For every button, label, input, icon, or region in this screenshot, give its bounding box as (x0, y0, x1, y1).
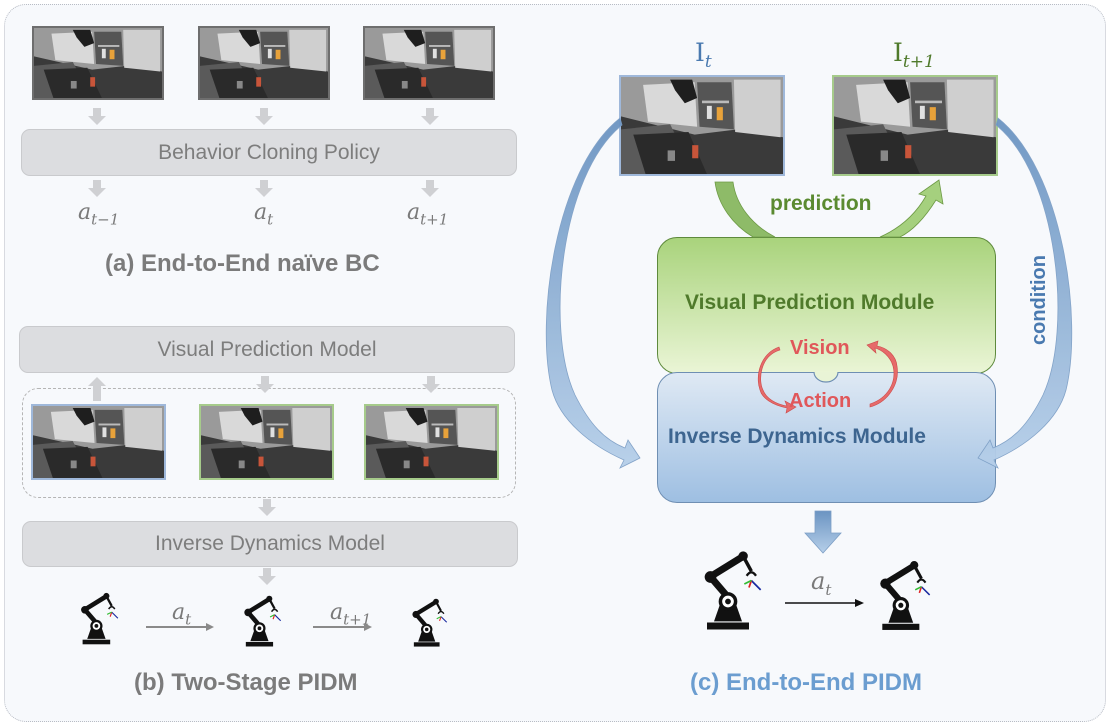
inverse-dynamics-module-label: Inverse Dynamics Module (668, 425, 926, 448)
inverse-dynamics-module-box (657, 372, 996, 503)
robot-arm-icon (408, 598, 454, 648)
behavior-cloning-policy-label: Behavior Cloning Policy (158, 140, 380, 164)
robot-arm-icon (872, 560, 942, 632)
visual-prediction-module-label: Visual Prediction Module (685, 291, 935, 314)
frame-b-3 (364, 404, 499, 480)
action-a-t-minus-1: at−1 (78, 200, 120, 229)
action-a-t-plus-1: at+1 (407, 200, 449, 229)
visual-prediction-module-box (657, 237, 996, 374)
condition-label: condition (1028, 255, 1050, 345)
frame-a-3 (363, 26, 495, 100)
label-I-t: It (695, 38, 712, 72)
inverse-dynamics-model-label: Inverse Dynamics Model (155, 532, 385, 555)
caption-b: (b) Two-Stage PIDM (134, 669, 358, 696)
prediction-label: prediction (770, 192, 872, 215)
caption-c: (c) End-to-End PIDM (690, 669, 922, 696)
label-I-t-plus-1: It+1 (893, 38, 935, 72)
frame-a-1 (32, 26, 164, 100)
robot-arm-icon (700, 550, 770, 632)
action-b-a-t: at (172, 600, 192, 629)
action-b-a-t-plus-1: at+1 (330, 600, 372, 629)
frame-c-next (832, 75, 998, 176)
robot-arm-icon (241, 595, 287, 648)
action-a-t: at (254, 200, 274, 229)
frame-b-1 (31, 404, 166, 480)
visual-prediction-model-box: Visual Prediction Model (19, 326, 515, 373)
caption-a: (a) End-to-End naïve BC (105, 250, 380, 277)
frame-b-2 (199, 404, 334, 480)
frame-a-2 (198, 26, 330, 100)
action-c-a-t: at (811, 567, 832, 599)
visual-prediction-model-label: Visual Prediction Model (157, 337, 377, 361)
frame-c-current (619, 75, 785, 176)
action-label: Action (789, 390, 852, 412)
inverse-dynamics-model-box: Inverse Dynamics Model (22, 521, 518, 567)
vision-label: Vision (790, 337, 850, 359)
robot-arm-icon (78, 590, 124, 648)
behavior-cloning-policy-box: Behavior Cloning Policy (21, 129, 517, 176)
